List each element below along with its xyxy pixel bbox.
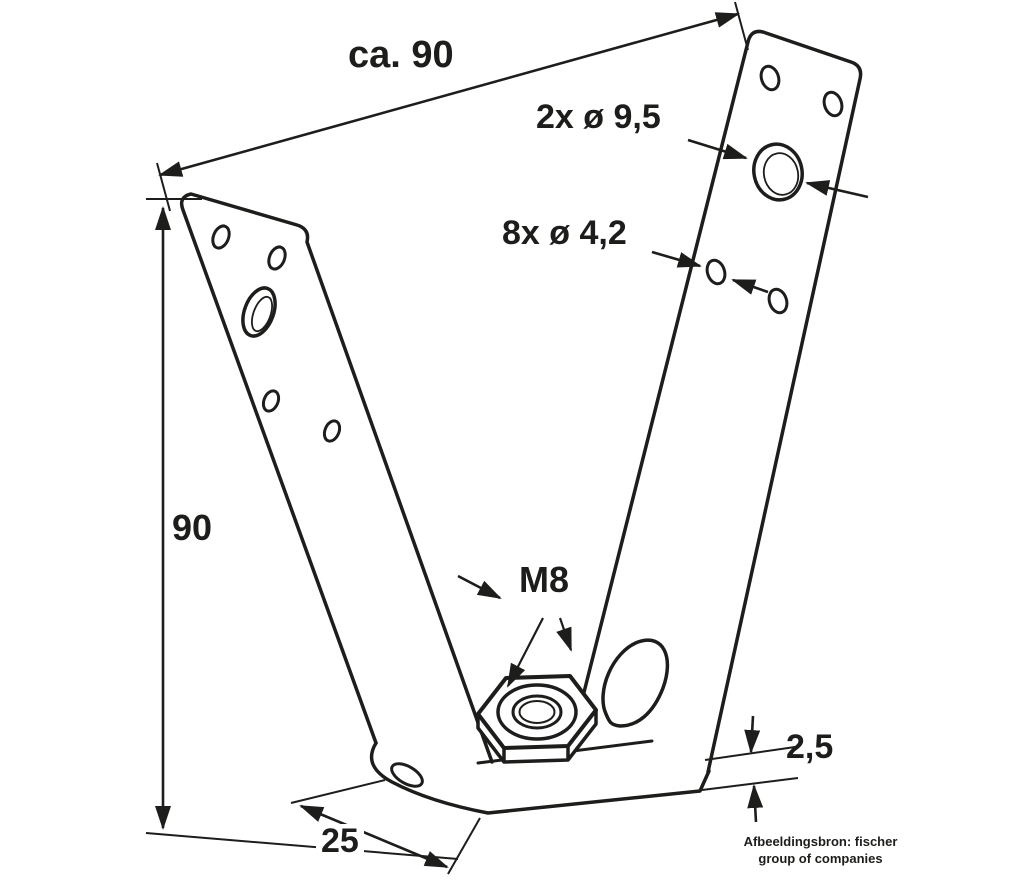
wing-nut (476, 638, 670, 764)
leader-small-hole-a (651, 250, 702, 268)
label-thread: M8 (516, 562, 573, 598)
dim-thickness-arrow-down (744, 715, 761, 754)
hex-nut-side-faces (476, 710, 598, 764)
nut-chamfer-circle (496, 683, 578, 741)
holes (211, 64, 844, 788)
small-hole-icon (261, 389, 281, 413)
dim-width-ext-left (156, 162, 171, 212)
small-hole-icon (705, 258, 727, 286)
small-hole-icon (759, 64, 781, 92)
wing (601, 638, 670, 728)
small-hole-icon (822, 90, 844, 118)
label-small-holes: 8x ø 4,2 (502, 214, 627, 252)
bracket-base (371, 741, 709, 813)
bracket-right-arm-outline (574, 29, 863, 774)
large-hole-right-chamfer (762, 152, 800, 196)
bracket-left-arm-outline (179, 192, 494, 764)
dim-depth-line (299, 804, 449, 869)
leader-large-hole-b (805, 180, 869, 199)
dim-depth-ext-left (290, 779, 386, 804)
label-depth: 25 (316, 824, 364, 858)
dim-width-ext-right (734, 1, 749, 51)
attribution-line1: Afbeeldingsbron: fischer (743, 834, 898, 849)
small-hole-icon (322, 419, 342, 443)
leader-large-hole-a (687, 138, 748, 160)
leader-small-hole-b (731, 278, 769, 295)
dim-depth-ext-right (447, 817, 481, 875)
dimension-lines (145, 1, 869, 875)
bracket-left-arm (181, 194, 492, 762)
leader-m8-b (507, 617, 544, 688)
attribution-line2: group of companies (758, 850, 883, 866)
dim-thickness-ext-bottom (701, 777, 799, 791)
small-hole-icon (211, 224, 231, 250)
large-hole-left-chamfer (251, 295, 273, 333)
nut-thread-inner (518, 700, 556, 724)
dim-width-line (158, 12, 740, 177)
bracket-base-bottom-edge (369, 741, 711, 815)
dim-height-ext-bottom (145, 832, 459, 860)
image-attribution: Afbeeldingsbron: fischer group of compan… (733, 834, 908, 868)
dim-thickness-arrow-up (747, 784, 764, 823)
label-width: ca. 90 (348, 34, 454, 76)
label-large-holes: 2x ø 9,5 (536, 98, 661, 136)
small-hole-icon (267, 245, 287, 271)
leader-m8-c (556, 617, 573, 652)
small-hole-icon (767, 287, 789, 315)
nut-thread-outer (511, 694, 563, 730)
base-slot (390, 762, 424, 788)
bracket-right-arm (576, 31, 861, 772)
label-thickness: 2,5 (786, 728, 834, 766)
leader-m8-a (457, 574, 502, 600)
label-height: 90 (172, 507, 213, 548)
